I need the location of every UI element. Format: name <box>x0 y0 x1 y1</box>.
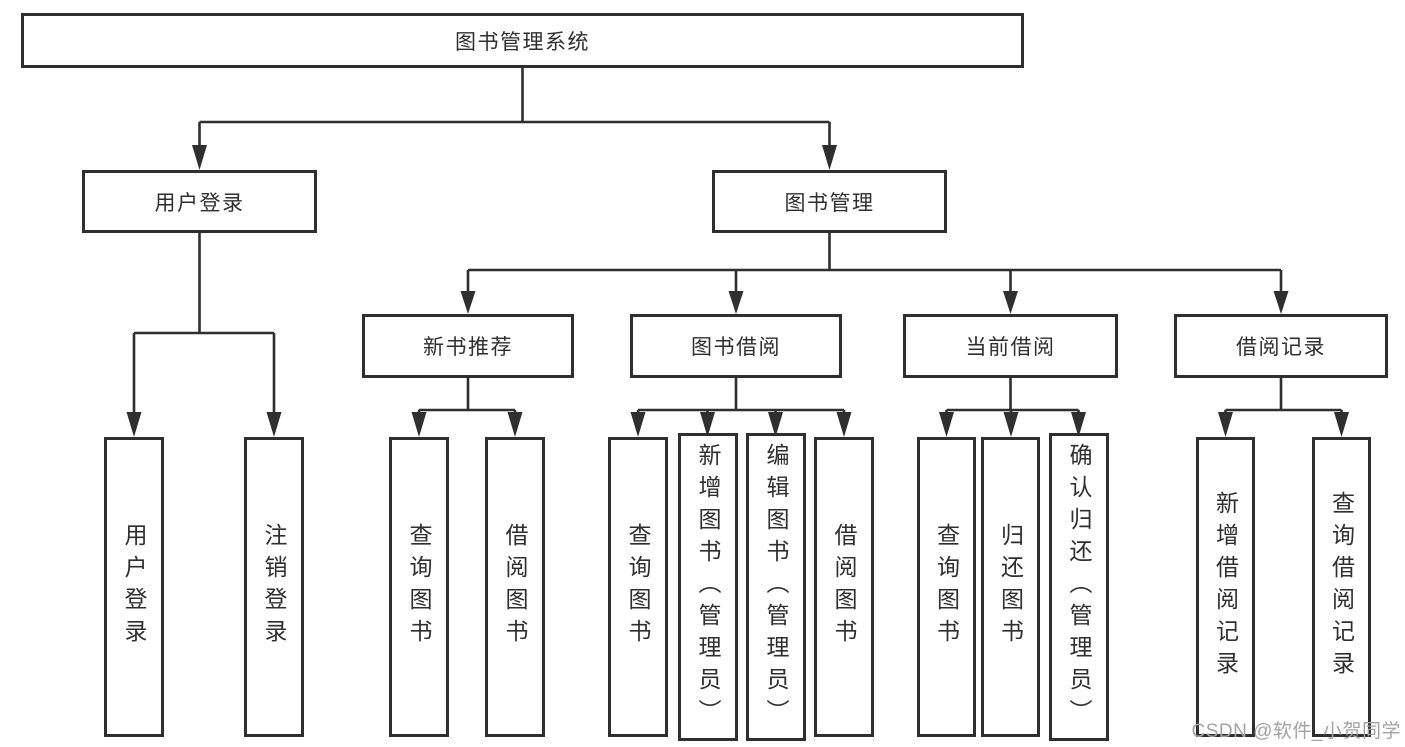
leaf-borrowing-query-books: 查询图书 <box>608 437 668 737</box>
arrowhead <box>836 412 852 437</box>
arrowhead <box>1003 291 1018 314</box>
arrowhead <box>411 412 427 437</box>
watermark-text: CSDN @软件_小贺同学 <box>1191 721 1401 742</box>
arrowhead <box>1218 412 1233 437</box>
node-book-management: 图书管理 <box>712 170 947 233</box>
leaf-current-query-books: 查询图书 <box>917 437 976 737</box>
edge-newbook-to-leaves <box>417 378 517 414</box>
node-new-book-recommend: 新书推荐 <box>362 314 574 378</box>
arrowhead <box>126 412 142 437</box>
leaf-records-query-record: 查询借阅记录 <box>1312 437 1371 737</box>
node-borrow-records: 借阅记录 <box>1174 314 1388 378</box>
arrowhead <box>266 412 282 437</box>
edge-bookmgmt-to-level3 <box>466 233 1283 293</box>
arrowhead <box>460 291 476 314</box>
leaf-logout: 注销登录 <box>244 437 304 737</box>
arrowhead <box>630 412 646 437</box>
node-current-borrowing: 当前借阅 <box>903 314 1118 378</box>
leaf-newbook-query-books: 查询图书 <box>389 437 449 737</box>
leaf-records-add-record: 新增借阅记录 <box>1196 437 1255 737</box>
edge-userlogin-to-leaves <box>132 233 276 414</box>
node-user-login: 用户登录 <box>82 170 317 233</box>
arrowhead <box>507 412 523 437</box>
arrowhead <box>192 145 207 170</box>
leaf-user-login: 用户登录 <box>104 437 164 737</box>
arrowhead <box>1003 412 1019 437</box>
arrowhead <box>822 145 837 170</box>
arrowhead <box>768 412 783 437</box>
leaf-newbook-borrow-books: 借阅图书 <box>485 437 545 737</box>
leaf-current-return-books: 归还图书 <box>981 437 1040 737</box>
node-root: 图书管理系统 <box>21 13 1024 68</box>
edge-current-to-leaves <box>945 378 1080 414</box>
leaf-current-confirm-return-admin: 确认归还（管理员） <box>1049 433 1109 741</box>
arrowhead <box>939 412 954 437</box>
arrowhead <box>1071 412 1086 437</box>
leaf-borrowing-add-books-admin: 新增图书（管理员） <box>678 433 738 741</box>
edge-root-to-level2 <box>198 68 831 147</box>
arrowhead <box>700 412 715 437</box>
arrowhead <box>1273 291 1289 314</box>
edge-borrowing-to-leaves <box>636 378 846 414</box>
arrowhead <box>728 291 744 314</box>
leaf-borrowing-edit-books-admin: 编辑图书（管理员） <box>746 433 806 741</box>
node-book-borrowing: 图书借阅 <box>630 314 842 378</box>
leaf-borrowing-borrow-books: 借阅图书 <box>814 437 874 737</box>
edge-records-to-leaves <box>1224 378 1343 414</box>
arrowhead <box>1334 412 1349 437</box>
